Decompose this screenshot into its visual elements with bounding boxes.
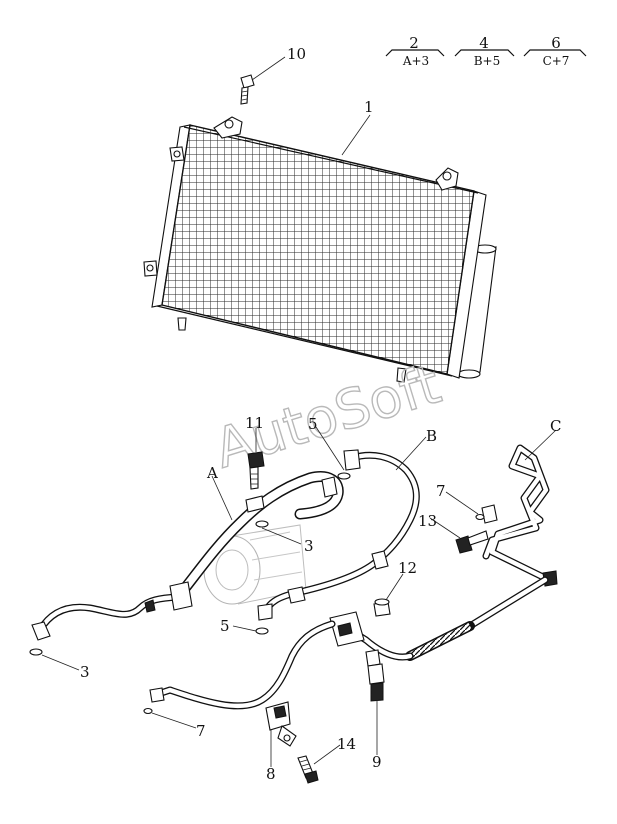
legend-bracket — [385, 49, 445, 57]
legend-formula: C+7 — [543, 54, 570, 68]
legend-number: 4 — [479, 34, 489, 52]
o-ring-5-upper — [337, 472, 351, 480]
bolt-13 — [455, 530, 489, 554]
o-ring-3-upper — [255, 520, 269, 528]
callout-10: 10 — [287, 45, 306, 63]
condenser-side-tab-lower — [143, 260, 158, 277]
legend-formula: B+5 — [474, 54, 501, 68]
o-ring-7-upper — [475, 513, 485, 521]
condenser-bottom-pin-right — [396, 367, 407, 383]
callout-12: 12 — [398, 559, 417, 577]
pipe-c-fitting — [481, 504, 498, 524]
condenser-assembly — [143, 116, 497, 383]
legend-number: 2 — [409, 34, 419, 52]
callout-8: 8 — [266, 765, 276, 783]
condenser-top-bracket-left — [213, 116, 243, 139]
callout-14: 14 — [337, 735, 356, 753]
legend: 2 A+3 4 B+5 6 C+7 — [385, 34, 587, 68]
callout-7-lower: 7 — [196, 722, 206, 740]
callout-3-lower: 3 — [80, 663, 90, 681]
callout-5-upper: 5 — [308, 415, 318, 433]
bracket-8 — [265, 701, 297, 747]
pipe-b-end-fitting — [257, 603, 273, 621]
legend-item-6: 6 C+7 — [523, 34, 587, 68]
pipe-c-liquid-line — [481, 444, 558, 587]
bolt-11 — [247, 451, 265, 490]
legend-bracket — [454, 49, 515, 57]
watermark: AutoSoft — [207, 352, 447, 480]
pipe-a-end-fitting — [31, 621, 51, 641]
bolt-14 — [297, 755, 319, 784]
callout-13: 13 — [418, 512, 437, 530]
callout-1: 1 — [364, 98, 374, 116]
pipe-a-clamp — [169, 581, 193, 611]
nut-12 — [373, 598, 391, 617]
o-ring-7-lower — [143, 707, 153, 715]
legend-formula: A+3 — [402, 54, 429, 68]
callout-11: 11 — [245, 414, 264, 432]
callout-7-upper: 7 — [436, 482, 446, 500]
callout-b: B — [426, 427, 437, 445]
legend-item-2: 2 A+3 — [385, 34, 445, 68]
lower-liquid-line — [149, 576, 549, 710]
callout-labels: 1 10 11 A 5 B C 7 13 3 12 5 3 7 8 9 14 — [80, 45, 561, 783]
bolt-10 — [240, 74, 255, 105]
pipe-b-discharge-line — [257, 449, 420, 621]
condenser-side-tab-upper — [169, 146, 185, 162]
o-ring-5-lower — [255, 627, 269, 635]
legend-bracket — [523, 49, 587, 57]
pipe-a-suction-line — [31, 471, 344, 641]
legend-item-4: 4 B+5 — [454, 34, 515, 68]
callout-9: 9 — [372, 753, 382, 771]
pipe-b-top-fitting — [343, 449, 361, 471]
condenser-top-bracket-right — [435, 167, 459, 191]
lower-line-end-fitting — [149, 687, 165, 703]
receiver-drier — [457, 244, 497, 379]
pipe-a-block-fitting — [245, 495, 265, 513]
callout-5-lower: 5 — [220, 617, 230, 635]
condenser-core — [161, 124, 475, 375]
callout-c: C — [550, 417, 561, 435]
legend-number: 6 — [551, 34, 561, 52]
o-ring-3-lower — [29, 648, 43, 656]
leader-lines — [41, 56, 557, 767]
pipe-b-mid-fitting — [371, 550, 389, 570]
condenser-bottom-pin-left — [177, 317, 187, 331]
callout-3-upper: 3 — [304, 537, 314, 555]
pressure-switch-9 — [365, 649, 385, 702]
callout-a: A — [206, 464, 218, 482]
